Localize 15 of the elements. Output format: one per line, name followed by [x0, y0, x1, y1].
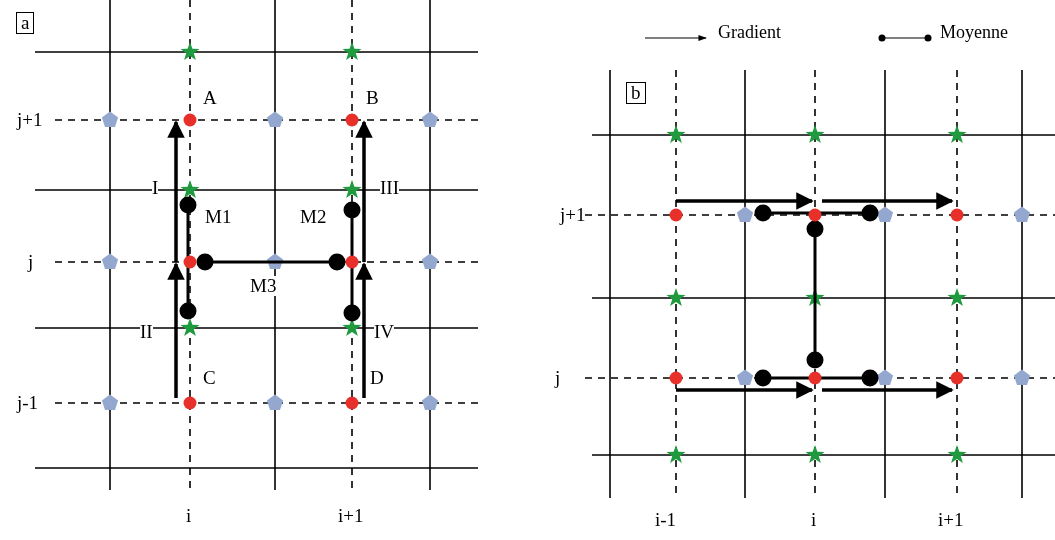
- row-index-label: j+1: [560, 205, 586, 225]
- legend-text: Moyenne: [940, 22, 1008, 42]
- row-index-label: j: [28, 252, 34, 272]
- row-index-label: j-1: [17, 393, 39, 413]
- legend-text: Gradient: [718, 22, 781, 42]
- column-index-label: i+1: [938, 510, 964, 530]
- column-index-label: i: [186, 506, 192, 526]
- row-index-label: j+1: [17, 110, 43, 130]
- panel-label: b: [626, 82, 646, 104]
- column-index-label: i-1: [655, 510, 677, 530]
- row-index-label: j: [555, 368, 561, 388]
- midpoint-label: M3: [250, 276, 277, 296]
- column-index-label: i: [811, 510, 817, 530]
- column-index-label: i+1: [338, 506, 364, 526]
- panel-label: a: [16, 12, 35, 34]
